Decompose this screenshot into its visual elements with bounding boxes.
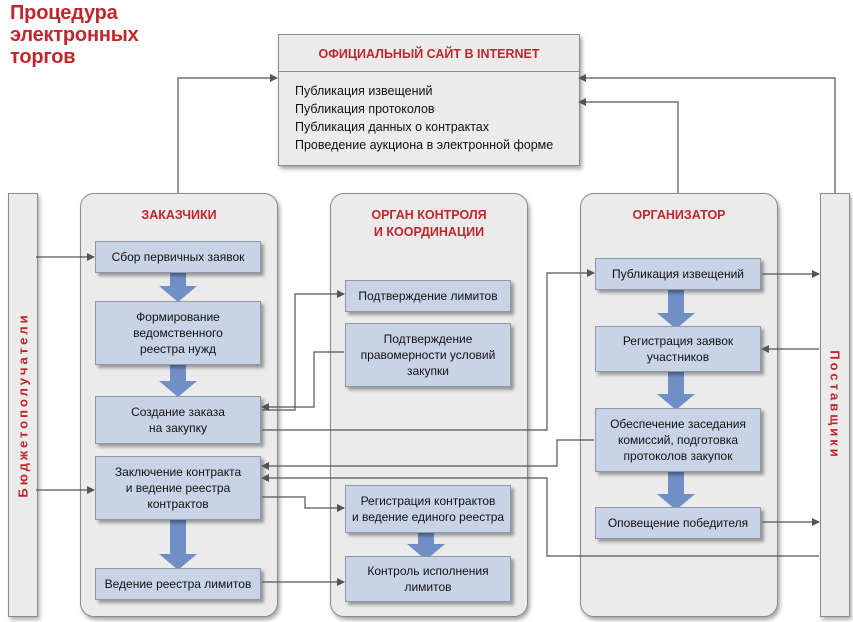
official-website-panel: ОФИЦИАЛЬНЫЙ САЙТ В INTERNET Публикация и… — [278, 34, 580, 166]
flow-arrow-down — [657, 370, 695, 410]
flow-arrow-down — [159, 271, 197, 302]
website-items: Публикация извещений Публикация протокол… — [295, 82, 553, 154]
website-item: Публикация извещений — [295, 84, 433, 98]
connector-order-publish — [262, 269, 595, 431]
budget-recipients-bar: Бюджетополучатели — [8, 193, 38, 617]
website-item: Публикация данных о контрактах — [295, 120, 490, 134]
website-item: Публикация протоколов — [295, 102, 435, 116]
website-title: ОФИЦИАЛЬНЫЙ САЙТ В INTERNET — [318, 47, 540, 61]
register-contracts-box: Регистрация контрактов и ведение единого… — [345, 485, 511, 533]
notify-winner-box: Оповещение победителя — [595, 507, 761, 539]
flow-arrow-down — [657, 289, 695, 329]
contract-conclusion-box: Заключение контракта и ведение реестра к… — [95, 456, 261, 520]
customers-title: ЗАКАЗЧИКИ — [141, 208, 217, 222]
connector-suppliers-website — [578, 74, 836, 193]
confirm-limits-box: Подтверждение лимитов — [345, 280, 511, 312]
publish-notices-box: Публикация извещений — [595, 258, 761, 290]
flow-arrow-down — [407, 530, 445, 560]
control-title: ОРГАН КОНТРОЛЯ И КООРДИНАЦИИ — [371, 208, 487, 239]
connector-customers-website — [177, 74, 278, 193]
connector-organizer-website — [578, 98, 679, 193]
website-divider — [279, 71, 579, 72]
connector-order-limits — [262, 290, 345, 411]
connector-protocols-contract — [261, 439, 594, 470]
organizer-title: ОРГАНИЗАТОР — [632, 208, 726, 222]
confirm-legality-box: Подтверждение правомерности условий заку… — [345, 323, 511, 387]
limits-control-box: Контроль исполнения лимитов — [345, 556, 511, 602]
connector-suppliers-contract — [261, 474, 819, 557]
suppliers-bar: Поставщики — [820, 193, 850, 617]
collect-requests-box: Сбор первичных заявок — [95, 241, 261, 273]
departmental-registry-box: Формирование ведомственного реестра нужд — [95, 301, 261, 365]
connector-contract-register — [262, 496, 345, 512]
limits-registry-box: Ведение реестра лимитов — [95, 568, 261, 600]
flow-arrow-down — [159, 518, 197, 570]
website-item: Проведение аукциона в электронной форме — [295, 138, 554, 152]
commission-protocols-box: Обеспечение заседания комиссий, подготов… — [595, 408, 761, 472]
flow-arrow-down — [159, 364, 197, 397]
connector-legality-order — [261, 351, 344, 411]
flow-arrow-down — [657, 470, 695, 510]
diagram-title: Процедура электронных торгов — [10, 2, 139, 68]
create-order-box: Создание заказа на закупку — [95, 396, 261, 444]
register-applications-box: Регистрация заявок участников — [595, 326, 761, 372]
